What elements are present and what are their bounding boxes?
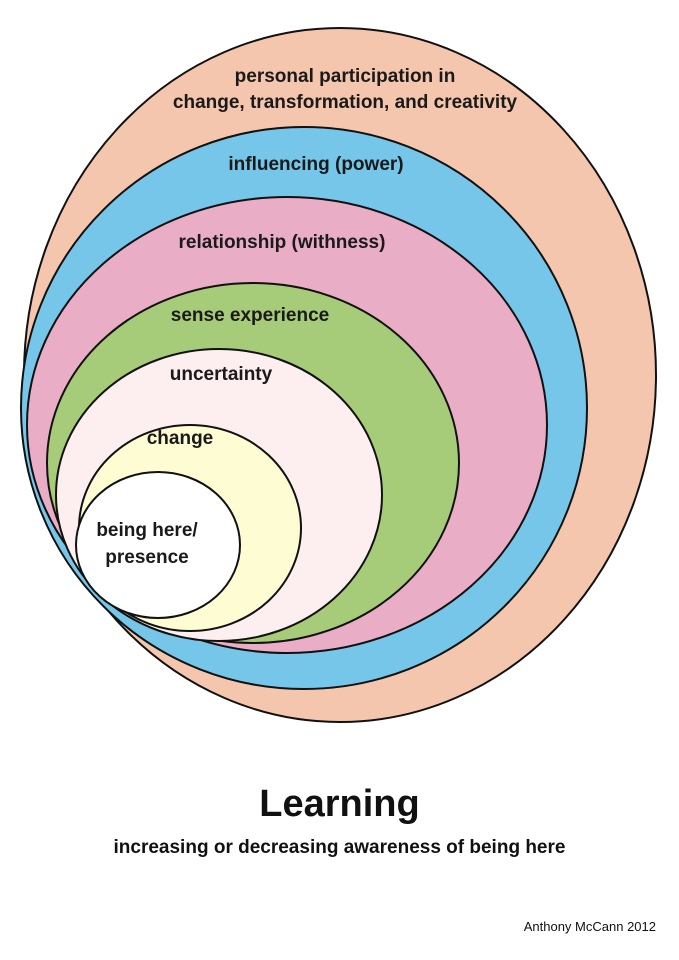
ring-label-sense: sense experience [171,305,329,326]
ring-label-participation: personal participation in [235,66,456,87]
ring-label-presence: being here/ [96,520,198,541]
ring-presence [75,471,241,619]
ring-label-relationship: relationship (withness) [179,232,386,253]
ring-label-change: change [147,428,214,449]
diagram-subtitle: increasing or decreasing awareness of be… [113,837,566,858]
author-credit: Anthony McCann 2012 [523,919,656,934]
ring-label-influencing: influencing (power) [228,154,403,175]
ring-label-participation: change, transformation, and creativity [173,92,518,113]
ring-label-presence: presence [105,547,188,568]
diagram-title: Learning [259,783,420,825]
ring-label-uncertainty: uncertainty [170,364,273,385]
